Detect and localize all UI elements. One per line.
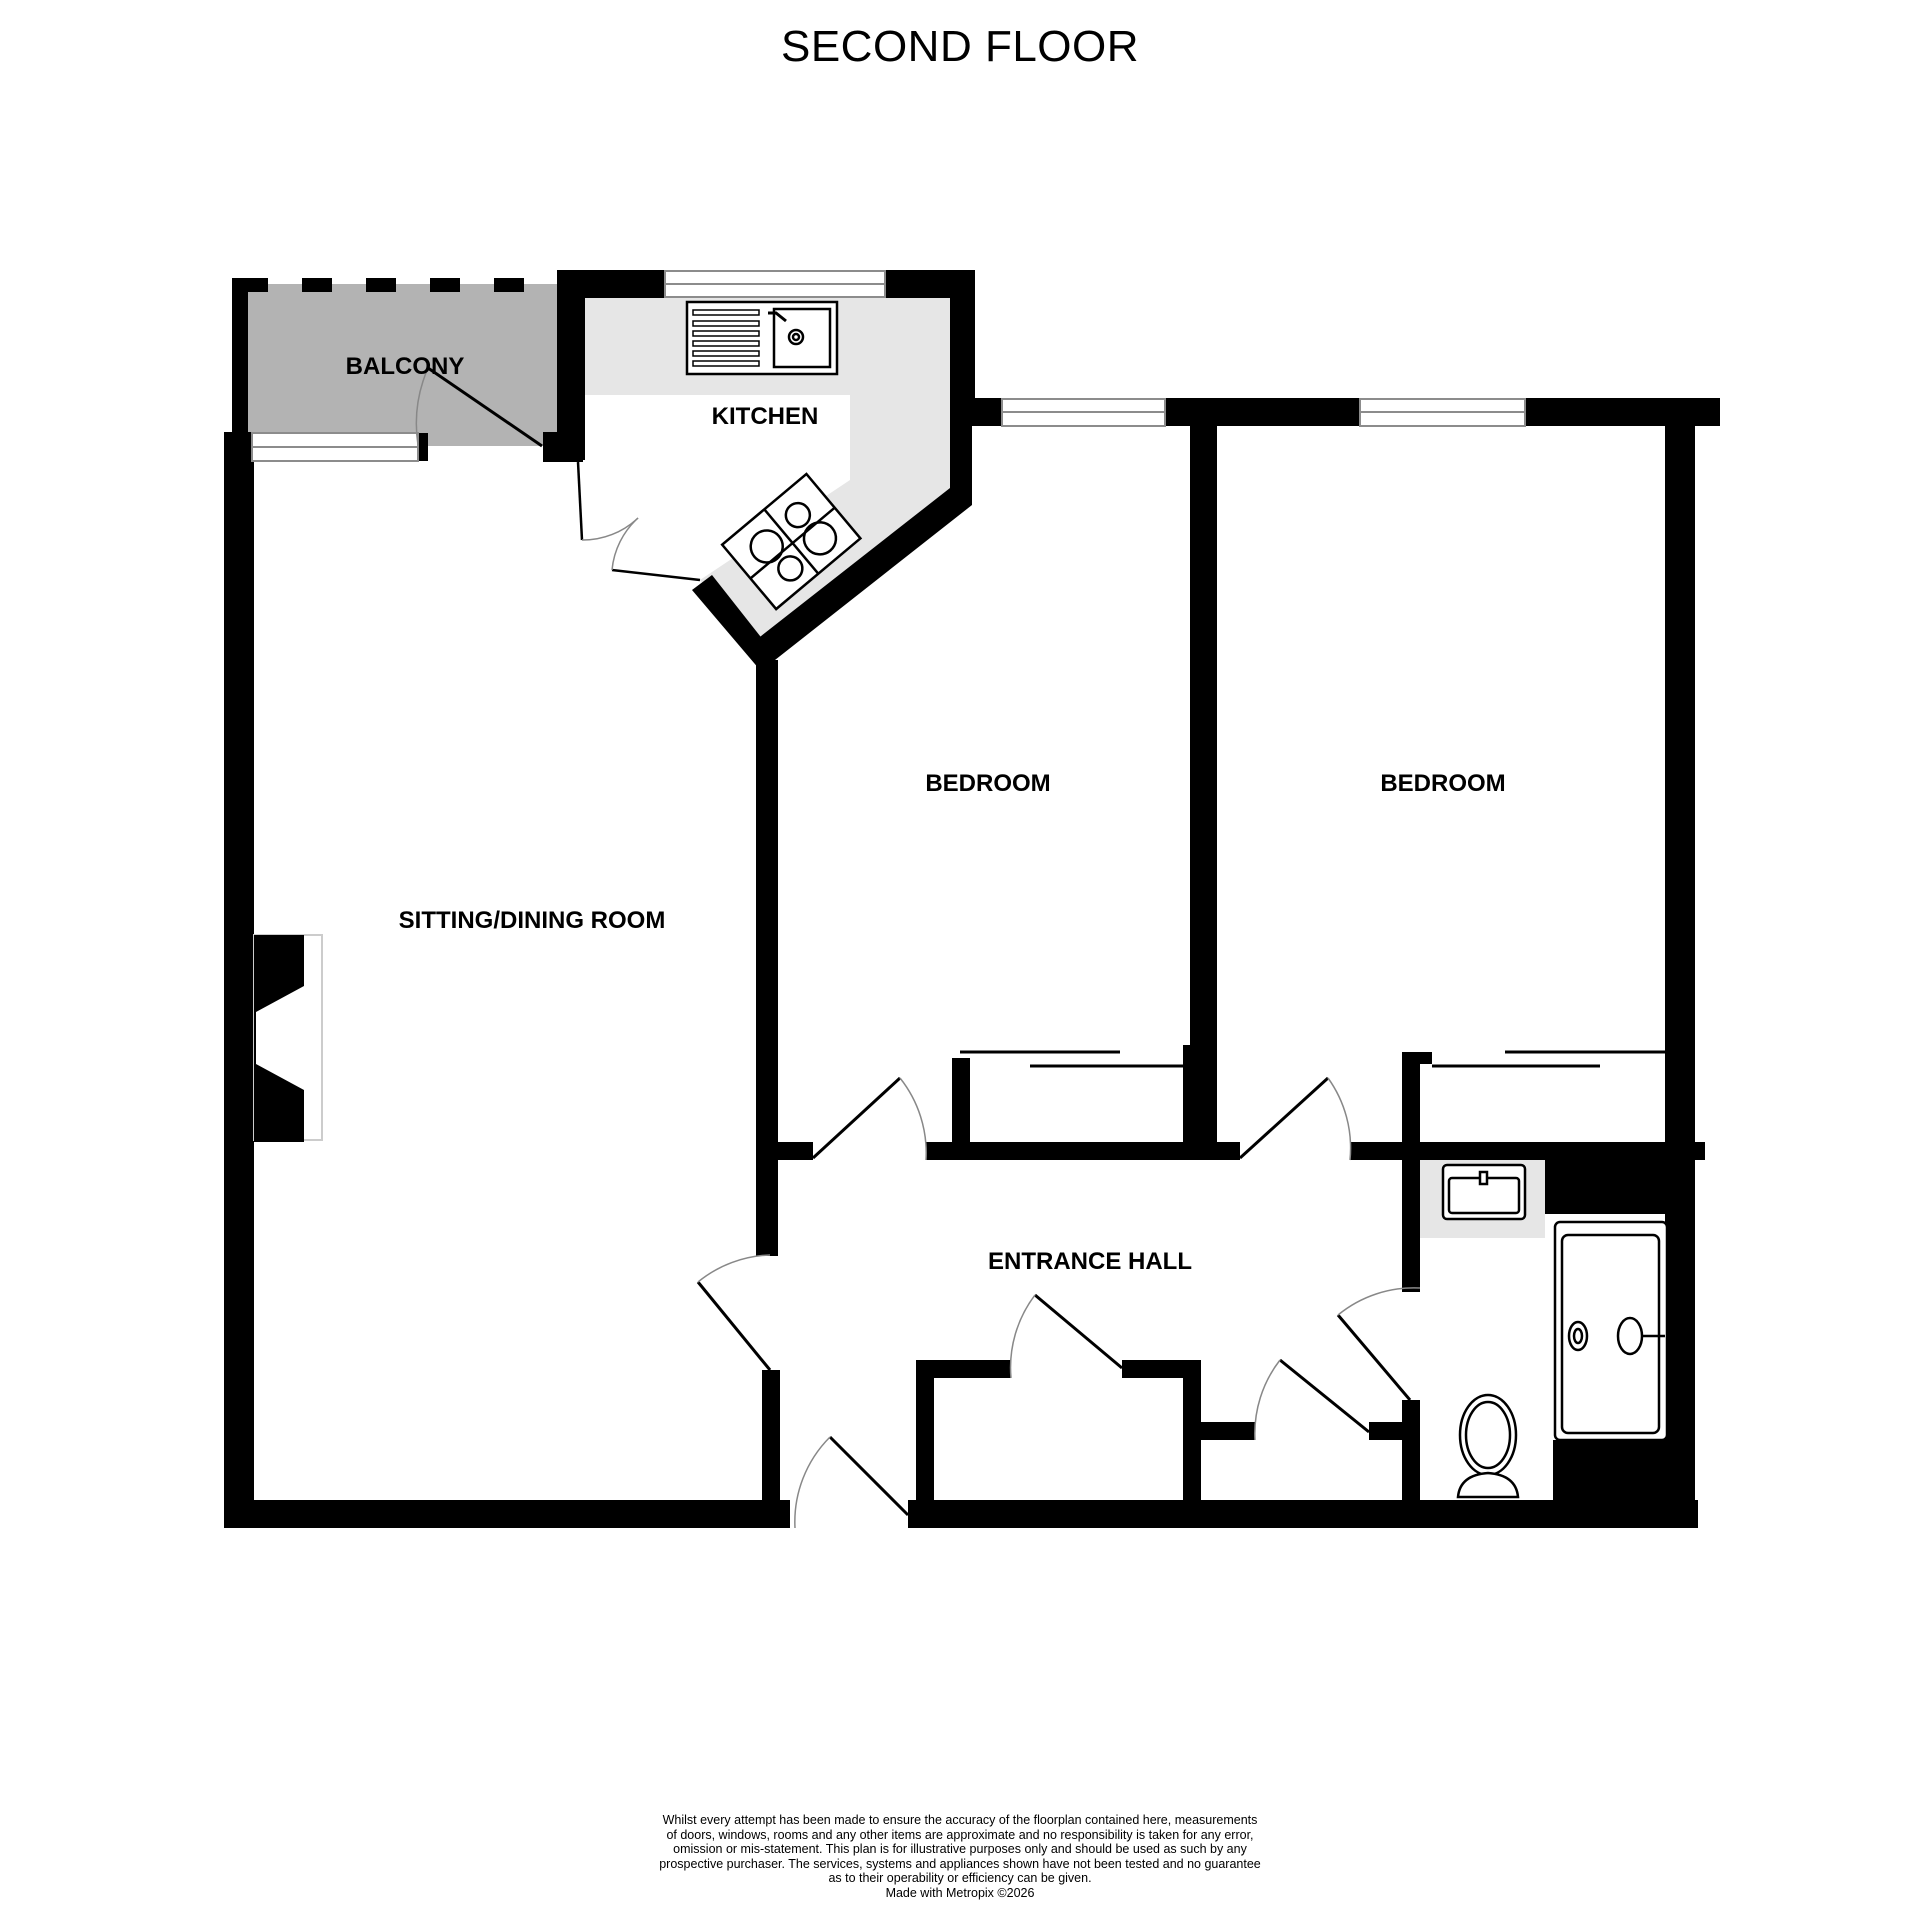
disclaimer-line: prospective purchaser. The services, sys… <box>659 1856 1261 1871</box>
fireplace-icon <box>253 934 323 1142</box>
floor-title: SECOND FLOOR <box>780 22 1140 71</box>
wash-basin-icon <box>1441 1163 1527 1221</box>
hob-icon <box>720 472 863 611</box>
room-label-entrance-hall: ENTRANCE HALL <box>988 1248 1192 1275</box>
disclaimer-line: Whilst every attempt has been made to en… <box>662 1813 1258 1827</box>
sink-icon <box>685 300 839 376</box>
credit: Made with Metropix ©2026 <box>885 1885 1035 1900</box>
windows <box>251 270 1526 462</box>
room-label-sitting-dining: SITTING/DINING ROOM <box>398 907 666 934</box>
disclaimer-line: omission or mis-statement. This plan is … <box>673 1842 1247 1856</box>
room-label-kitchen: KITCHEN <box>711 403 819 430</box>
room-label-balcony: BALCONY <box>345 353 465 380</box>
disclaimer: Whilst every attempt has been made to en… <box>0 1813 1920 1900</box>
room-label-bedroom-1: BEDROOM <box>925 770 1051 797</box>
disclaimer-line: of doors, windows, rooms and any other i… <box>666 1827 1254 1842</box>
wardrobe-icon <box>960 1050 1665 1068</box>
walls <box>224 270 1720 1528</box>
doors <box>415 366 1421 1529</box>
disclaimer-line: as to their operability or efficiency ca… <box>828 1871 1092 1885</box>
toilet-icon <box>1456 1393 1520 1499</box>
room-label-bedroom-2: BEDROOM <box>1380 770 1506 797</box>
balcony-area <box>240 284 560 446</box>
bath-icon <box>1553 1220 1669 1442</box>
